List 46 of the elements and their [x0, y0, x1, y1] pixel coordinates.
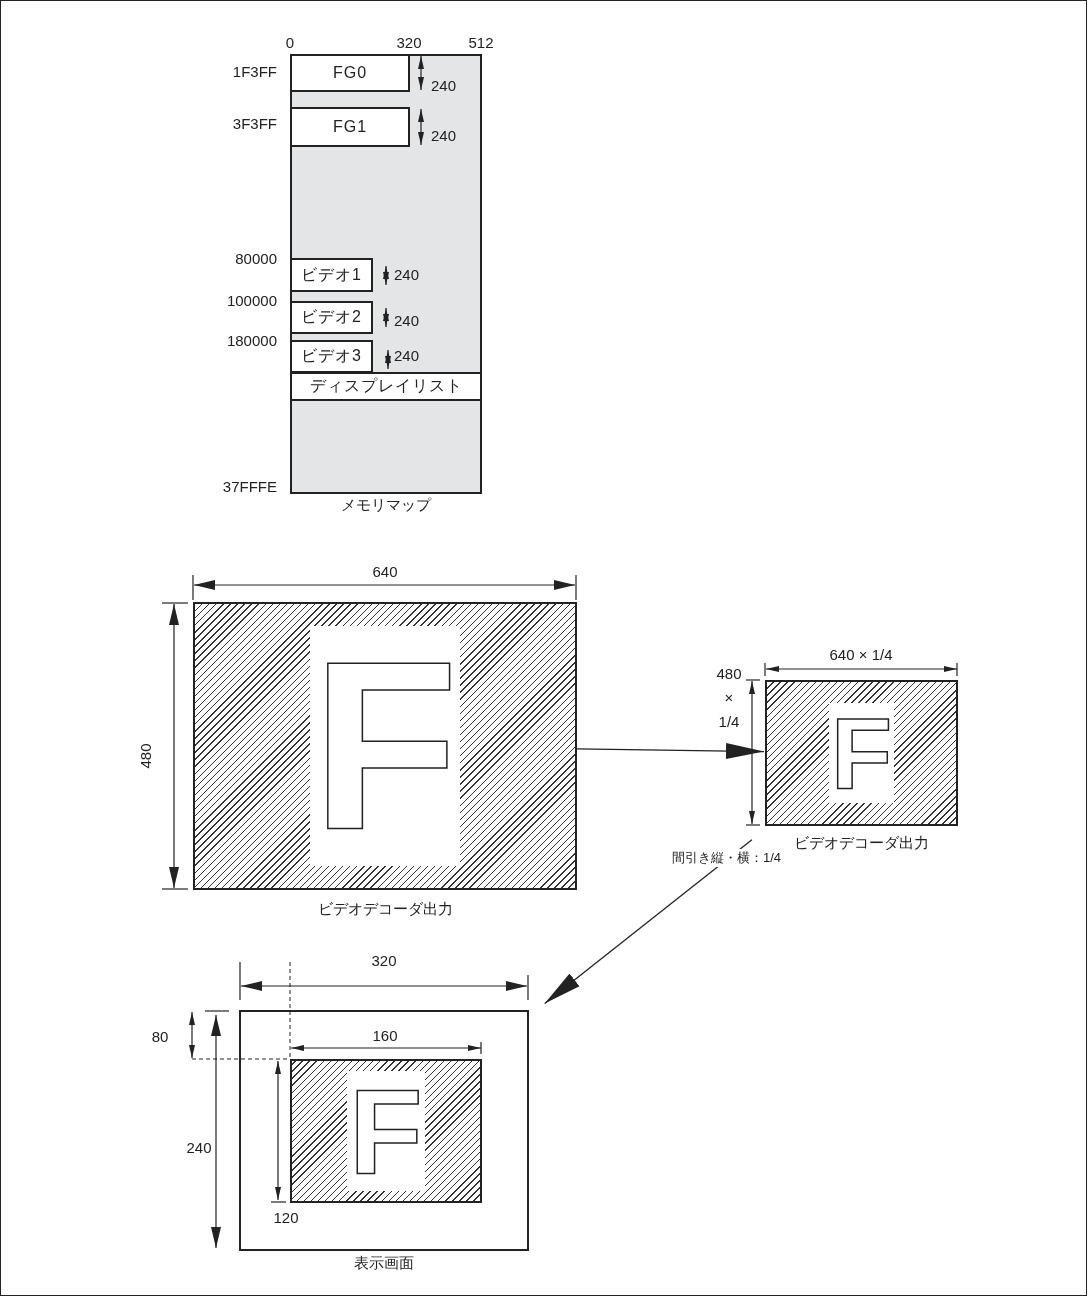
outlined-letter: F — [309, 626, 461, 866]
memory-region-box — [290, 107, 410, 147]
dimension-label: 512 — [468, 34, 494, 52]
outlined-letter: F — [828, 703, 895, 803]
dimension-label: 80 — [151, 1028, 169, 1046]
outlined-letter: F — [347, 1071, 425, 1191]
arrow — [576, 743, 765, 759]
region-label: FG0 — [332, 64, 368, 82]
node-label: 表示画面 — [354, 1254, 414, 1273]
region-label: ディスプレイリスト — [309, 376, 463, 396]
dimension-label: 240 — [431, 127, 457, 145]
dimension-label: 240 — [186, 1139, 212, 1157]
dimension-label: 640 — [372, 563, 398, 581]
dimension-label: 240 — [394, 266, 420, 284]
memory-region-box — [290, 258, 373, 292]
dimension-label: 320 — [396, 34, 422, 52]
node-label: ビデオデコーダ出力 — [317, 900, 453, 919]
dimension-label: 160 — [372, 1027, 398, 1045]
dimension-label: 480 — [137, 743, 155, 769]
dimension-label: 640 × 1/4 — [829, 646, 893, 664]
dimension-label: 180000 — [226, 332, 277, 350]
dimension-label: 3F3FF — [232, 115, 277, 133]
node-label: ビデオデコーダ出力 — [794, 834, 929, 853]
region-label: FG1 — [332, 118, 368, 136]
dimension-label: 240 — [394, 347, 420, 365]
dimension-label: 480 × 1/4 — [715, 664, 743, 732]
dimension-label: 100000 — [226, 292, 277, 310]
dimension-label: 120 — [273, 1209, 299, 1227]
memory-region-box — [290, 340, 373, 373]
dimension-label: 1F3FF — [232, 63, 277, 81]
memory-region-box — [290, 301, 373, 334]
dimension-label: 0 — [285, 34, 295, 52]
node-label: メモリマップ — [341, 496, 431, 515]
region-label: ビデオ1 — [301, 264, 362, 285]
memory-region-box — [290, 54, 410, 92]
hatched-frame — [290, 1059, 482, 1203]
arrow — [544, 839, 753, 1005]
dimension-label: 37FFFE — [222, 478, 277, 496]
region-label: ビデオ3 — [301, 346, 362, 366]
memory-region-box — [290, 372, 482, 401]
dimension-label: 240 — [394, 312, 420, 330]
dimension-label: 80000 — [235, 250, 277, 268]
region-label: ビデオ2 — [301, 307, 362, 327]
dimension-label: 240 — [431, 77, 457, 95]
edge-label: 間引き縦・横：1/4 — [672, 849, 782, 867]
dimension-label: 320 — [371, 952, 397, 970]
